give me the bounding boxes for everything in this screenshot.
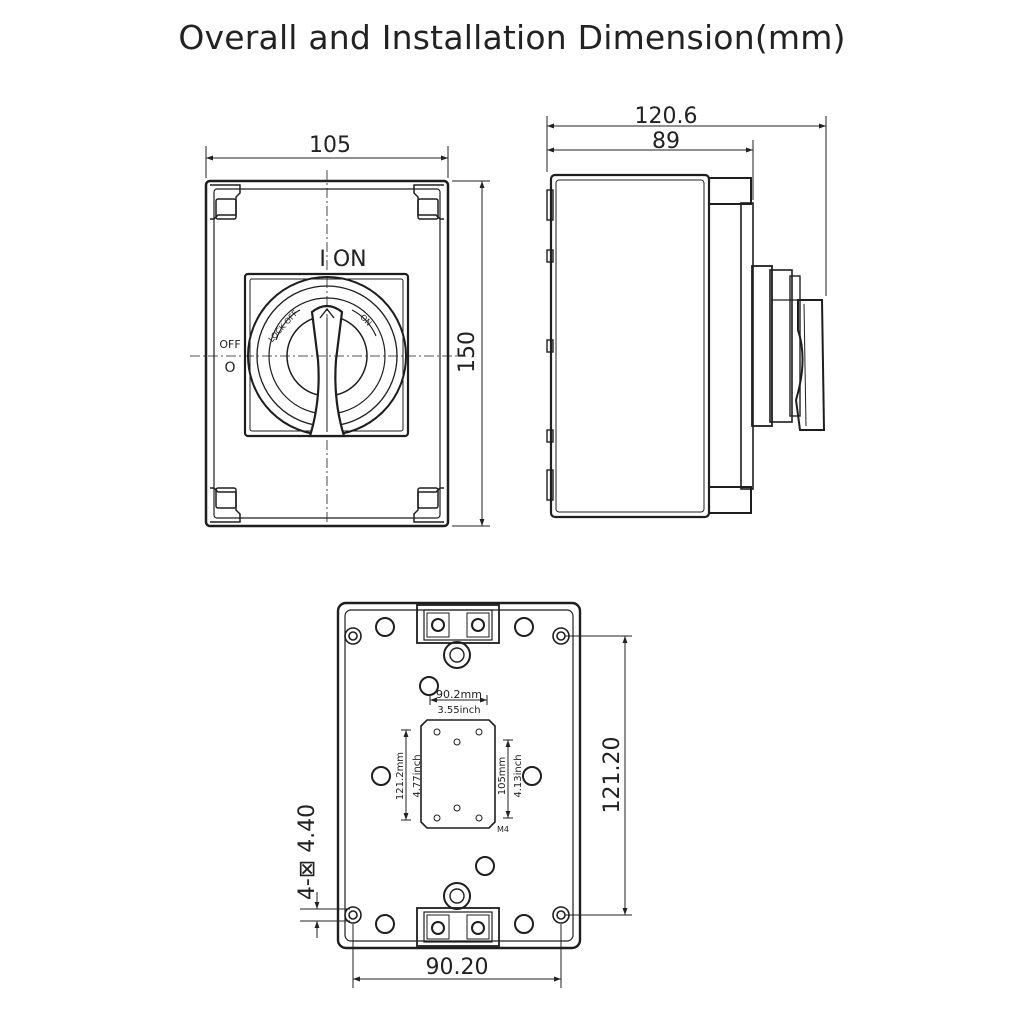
side-knob-base <box>751 265 773 427</box>
plate-width-mm: 90.2mm <box>436 688 482 701</box>
front-corner-pockets <box>210 184 444 523</box>
side-overall-depth: 120.6 <box>635 104 698 129</box>
mounting-plate <box>420 719 496 829</box>
plate-height-mm: 121.2mm <box>395 752 406 800</box>
off-label: OFF <box>219 338 240 351</box>
mounting-holes <box>344 627 570 924</box>
front-view <box>190 170 462 530</box>
back-view <box>336 601 582 950</box>
back-enclosure <box>336 601 582 950</box>
plate-dimensions <box>401 695 513 821</box>
inner-height-inch: 4.13inch <box>513 754 524 797</box>
side-dimensions <box>546 116 827 296</box>
front-dimensions <box>205 146 490 527</box>
front-height-dimension: 150 <box>455 331 480 373</box>
hole-pitch-width: 90.20 <box>426 955 489 980</box>
on-label: I ON <box>319 247 366 272</box>
side-enclosure <box>549 173 711 519</box>
inner-height-mm: 105mm <box>497 757 508 796</box>
screw-label: M4 <box>497 825 509 834</box>
hole-pitch-height: 121.20 <box>600 737 625 814</box>
plate-width-inch: 3.55inch <box>437 705 480 716</box>
off-symbol: O <box>224 360 235 376</box>
side-body-depth: 89 <box>652 129 680 154</box>
side-view <box>546 173 826 519</box>
page-title: Overall and Installation Dimension(mm) <box>178 18 846 57</box>
side-handle <box>794 299 826 431</box>
mounting-hole-label: 4-⊠ 4.40 <box>295 804 320 900</box>
front-width-dimension: 105 <box>309 133 351 158</box>
bottom-gland <box>416 907 500 947</box>
back-dimensions <box>300 635 632 988</box>
plate-height-inch: 4.77inch <box>412 754 423 797</box>
